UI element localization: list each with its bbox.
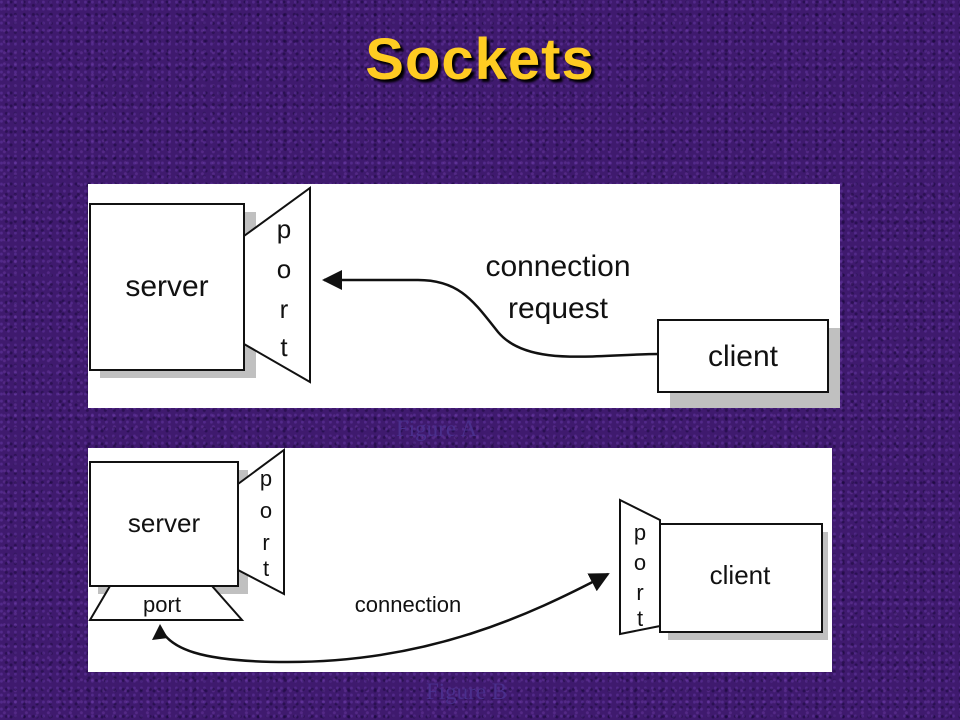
server-label: server [128, 508, 201, 538]
client-port-letter-p: p [634, 520, 646, 545]
server-port [243, 186, 311, 384]
connection-request-arrow [322, 270, 661, 358]
figure-b-caption: Figure B [426, 679, 508, 704]
slide-title: Sockets [365, 27, 595, 92]
figure-a-caption: Figure A [396, 416, 478, 441]
client-port-letter-t: t [637, 606, 643, 631]
client-port-letter-o: o [634, 550, 646, 575]
client-label: client [710, 560, 771, 590]
server-side-port [237, 448, 285, 596]
connection-label: connection [485, 250, 630, 283]
server-box [89, 203, 245, 371]
server-port-letter-o: o [260, 498, 272, 523]
figure-a-diagram: server p o r t connection request client [89, 186, 840, 408]
server-bottom-port [88, 585, 245, 621]
port-letter-p: p [277, 214, 291, 244]
port-letter-r: r [280, 294, 289, 324]
port-letter-t: t [280, 332, 288, 362]
client-side-port [619, 498, 661, 636]
bottom-port-label: port [143, 592, 181, 617]
request-label: request [508, 292, 609, 325]
connection-arrow-tail [152, 624, 168, 640]
server-label: server [125, 270, 208, 303]
client-box [659, 523, 823, 633]
server-port-letter-t: t [263, 556, 269, 581]
figure-b-diagram: server p o r t port connection client p … [88, 448, 828, 664]
client-box [657, 319, 829, 393]
server-port-letter-r: r [262, 530, 269, 555]
figure-b-panel: server p o r t port connection client p … [88, 448, 832, 672]
port-letter-o: o [277, 254, 291, 284]
connection-arrow [158, 572, 610, 664]
client-port-letter-r: r [636, 580, 643, 605]
connection-label: connection [355, 592, 461, 617]
client-label: client [708, 340, 779, 373]
server-port-letter-p: p [260, 466, 272, 491]
figure-a-panel: server p o r t connection request client [88, 184, 840, 408]
